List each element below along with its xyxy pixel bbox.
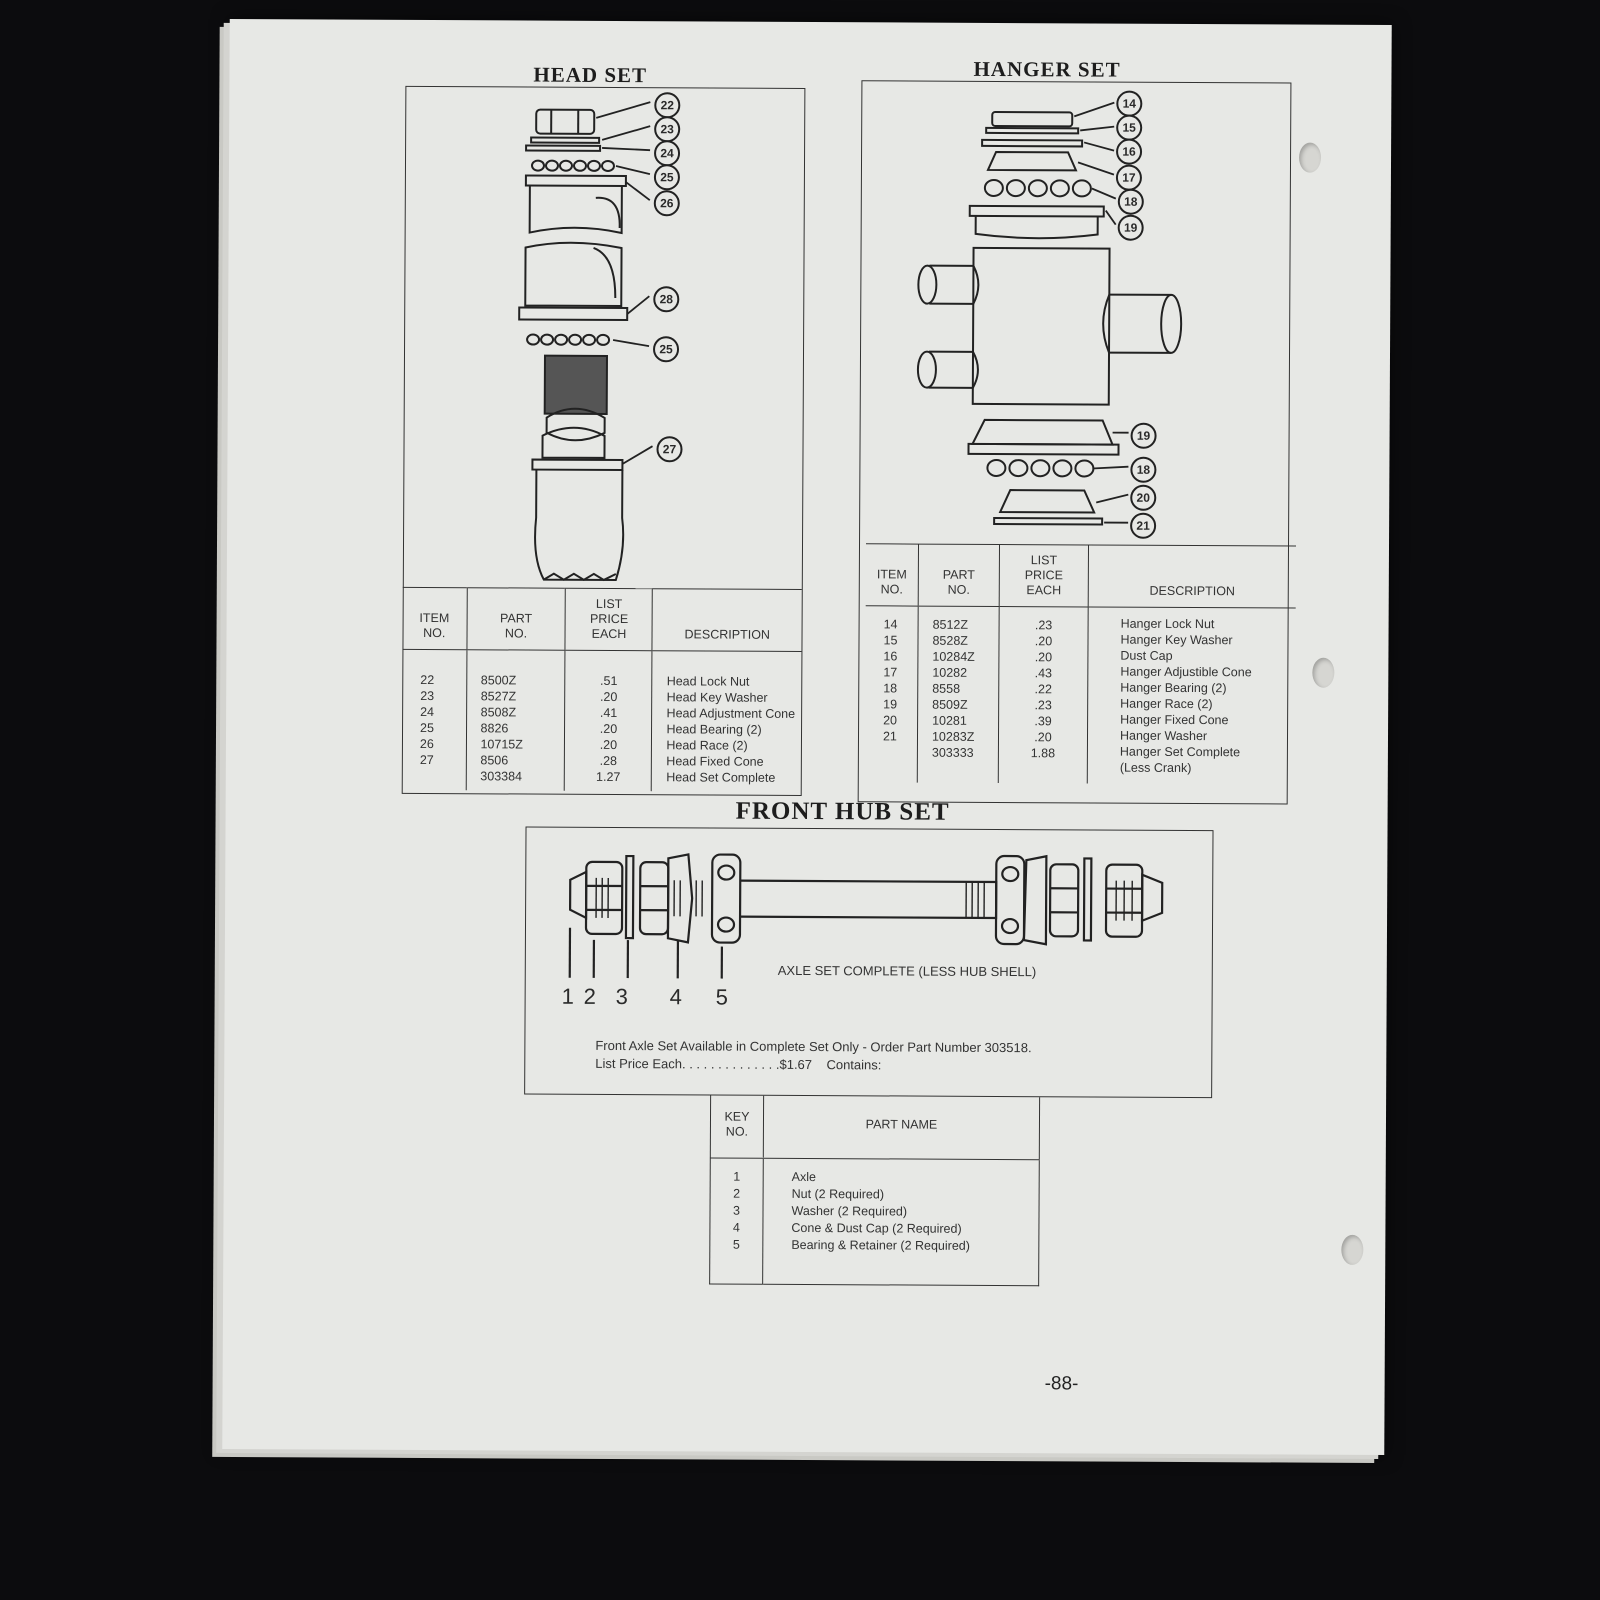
callout-28: 28	[653, 286, 680, 313]
callout-23: 23	[654, 116, 681, 143]
binder-hole	[1298, 142, 1322, 173]
head-set-parts-table: ITEM NO. PART NO. LIST PRICE EACH DESCRI…	[401, 586, 802, 792]
callout-24: 24	[653, 140, 681, 167]
callout-14: 14	[1116, 90, 1143, 117]
callout-20: 20	[1130, 484, 1157, 511]
order-note-line2: List Price Each. . . . . . . . . . . . .…	[595, 1055, 882, 1073]
callout-18: 18	[1117, 188, 1144, 215]
hanger-set-callouts: 14 15 16 17 18 19 19 18 20 21	[1114, 87, 1157, 547]
order-note-line1: Front Axle Set Available in Complete Set…	[595, 1037, 1032, 1056]
col-part-no: PART NO.	[466, 587, 566, 651]
hanger-set-diagram	[916, 101, 1183, 526]
col-part-name: PART NAME	[763, 1095, 1040, 1160]
callout-26: 26	[653, 190, 680, 217]
key-number-3: 3	[615, 984, 628, 1010]
col-part-no: PART NO.	[918, 544, 1000, 607]
binder-hole	[1312, 657, 1335, 688]
callout-25: 25	[653, 164, 680, 191]
callout-18b: 18	[1130, 456, 1157, 483]
col-key-no: KEY NO.	[710, 1095, 764, 1158]
manual-page: HEAD SET	[222, 18, 1392, 1456]
col-description: DESCRIPTION	[1088, 544, 1297, 609]
callout-17: 17	[1115, 164, 1143, 191]
col-item-no: ITEM NO.	[865, 543, 919, 607]
key-number-1: 1	[561, 983, 574, 1009]
callout-25b: 25	[652, 336, 680, 363]
callout-22: 22	[654, 92, 681, 119]
key-number-4: 4	[669, 984, 682, 1010]
col-item-no: ITEM NO.	[402, 587, 467, 650]
binder-hole	[1341, 1234, 1364, 1265]
head-set-diagram	[518, 101, 653, 582]
hanger-set-parts-table: ITEM NO. PART NO. LIST PRICE EACH DESCRI…	[864, 543, 1297, 785]
hanger-set-title: HANGER SET	[973, 56, 1121, 82]
hanger-set-box: 14 15 16 17 18 19 19 18 20 21 ITEM NO. P…	[857, 80, 1297, 805]
front-hub-set-title: FRONT HUB SET	[735, 797, 950, 826]
front-hub-set-box: 1 2 3 4 5 AXLE SET COMPLETE (LESS HUB SH…	[524, 826, 1214, 1099]
callout-21: 21	[1130, 512, 1157, 539]
col-list-price: LIST PRICE EACH	[999, 544, 1089, 607]
axle-diagram	[568, 853, 1164, 979]
head-set-title: HEAD SET	[533, 62, 648, 88]
head-set-box: 22 23 24 25 26 28 25 27 ITEM NO. PART NO…	[401, 85, 806, 796]
callout-16: 16	[1116, 138, 1143, 165]
callout-19: 19	[1117, 214, 1144, 241]
col-description: DESCRIPTION	[652, 588, 802, 652]
page-number: -88-	[1044, 1373, 1079, 1395]
callout-19b: 19	[1130, 422, 1157, 449]
callout-27: 27	[656, 436, 683, 463]
key-number-2: 2	[583, 983, 596, 1009]
col-list-price: LIST PRICE EACH	[565, 588, 653, 651]
key-number-5: 5	[715, 984, 728, 1010]
callout-15: 15	[1116, 114, 1143, 141]
axle-set-label: AXLE SET COMPLETE (LESS HUB SHELL)	[777, 962, 1037, 980]
